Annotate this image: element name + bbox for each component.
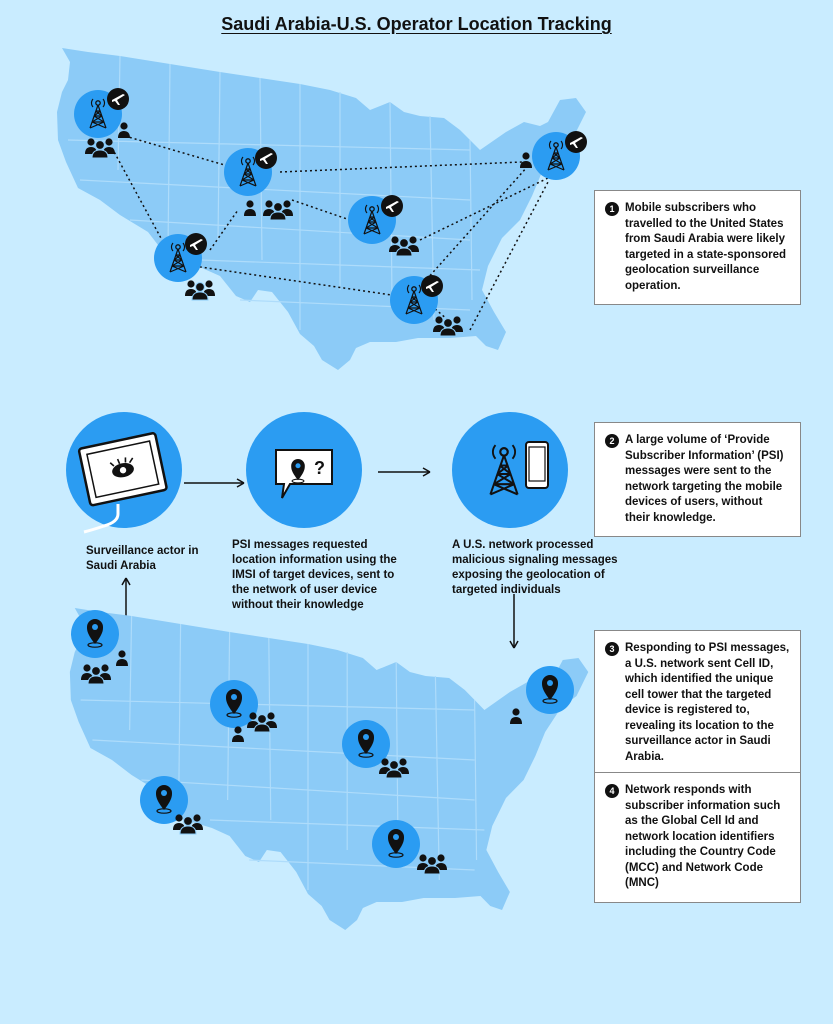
tower-node-5	[390, 275, 443, 324]
us-network-node	[452, 412, 568, 528]
pin-node-6	[526, 666, 574, 714]
caption-surveillance-actor: Surveillance actor in Saudi Arabia	[86, 545, 199, 572]
caption-us-network: A U.S. network processed malicious signa…	[452, 539, 618, 596]
page-title: Saudi Arabia-U.S. Operator Location Trac…	[221, 14, 612, 34]
pin-node-5	[372, 820, 420, 868]
surveillance-actor-node	[66, 412, 182, 534]
caption-psi-messages: PSI messages requested location informat…	[232, 539, 397, 611]
usa-map-bottom	[69, 608, 589, 930]
svg-text:?: ?	[314, 458, 325, 478]
pin-node-3	[342, 720, 390, 768]
usa-map-top	[57, 48, 586, 370]
tower-node-2	[224, 147, 277, 196]
tower-node-1	[74, 88, 129, 138]
pin-node-2	[210, 680, 258, 728]
tower-node-4	[154, 233, 207, 282]
pin-node-1	[71, 610, 119, 658]
tower-node-3	[348, 195, 403, 244]
pin-node-4	[140, 776, 188, 824]
connection-lines	[111, 135, 549, 331]
tower-node-6	[532, 131, 587, 180]
psi-message-node: ?	[246, 412, 362, 528]
